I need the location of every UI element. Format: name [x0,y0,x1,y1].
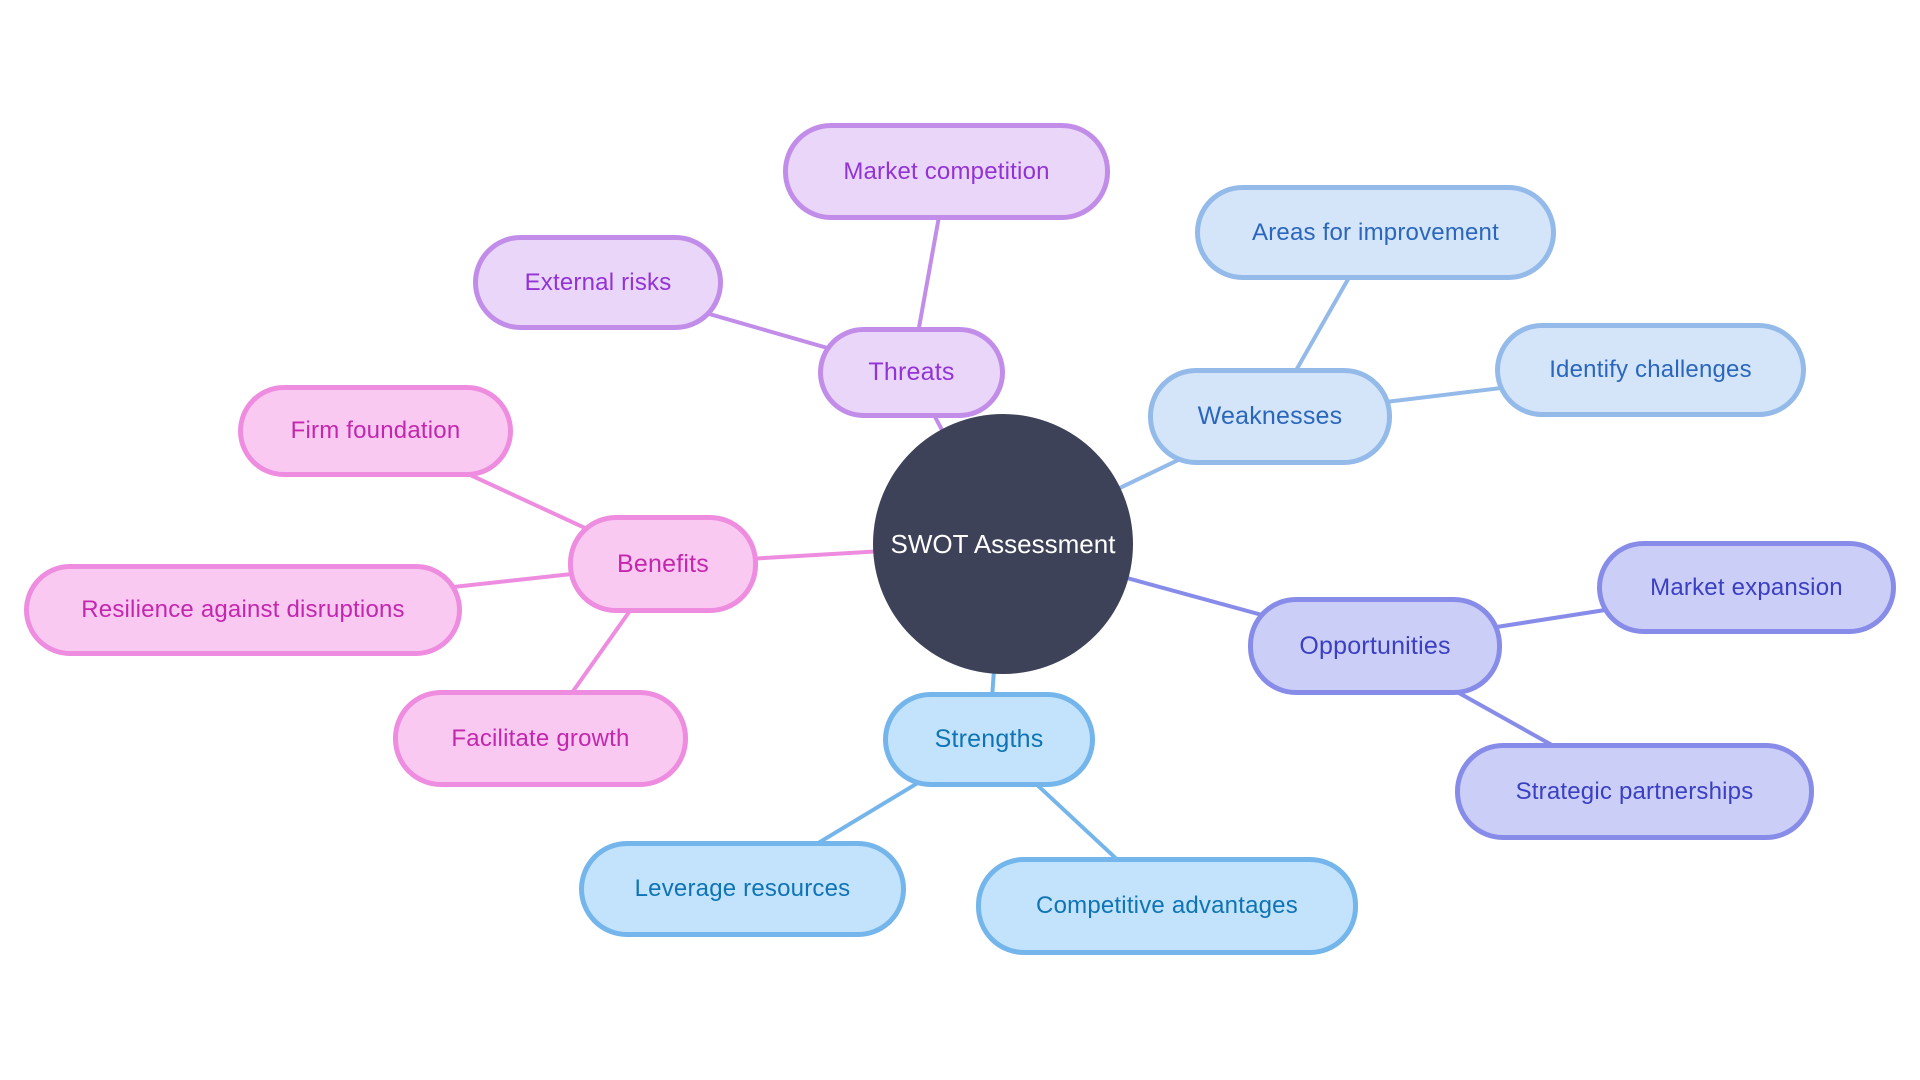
branch-node-label: Strengths [934,725,1044,753]
child-node-label: Facilitate growth [451,724,630,752]
branch-node-strengths: Strengths [883,692,1095,787]
child-node-label: External risks [524,268,672,296]
child-node-label: Identify challenges [1549,356,1752,383]
child-node-label: Competitive advantages [1036,892,1298,919]
center-node-label: SWOT Assessment [890,528,1116,559]
child-node-label: Leverage resources [634,875,851,902]
child-node-label: Market expansion [1650,573,1843,601]
branch-node-weaknesses: Weaknesses [1148,368,1392,465]
child-node-label: Resilience against disruptions [81,596,405,623]
child-node-facilitate-growth: Facilitate growth [393,690,688,787]
child-node-market-expansion: Market expansion [1597,541,1896,634]
child-node-label: Areas for improvement [1252,218,1499,246]
branch-node-threats: Threats [818,327,1005,418]
branch-node-opportunities: Opportunities [1248,597,1502,695]
child-node-strategic-partnerships: Strategic partnerships [1455,743,1814,840]
child-node-areas-for-improvement: Areas for improvement [1195,185,1556,280]
child-node-label: Strategic partnerships [1515,777,1754,805]
branch-node-benefits: Benefits [568,515,758,613]
branch-node-label: Threats [868,358,955,386]
child-node-competitive-advantages: Competitive advantages [976,857,1358,955]
child-node-leverage-resources: Leverage resources [579,841,906,937]
branch-node-label: Opportunities [1299,631,1451,660]
center-node-swot-assessment: SWOT Assessment [873,414,1133,674]
child-node-market-competition: Market competition [783,123,1110,220]
branch-node-label: Weaknesses [1197,402,1343,430]
branch-node-label: Benefits [617,549,709,578]
child-node-label: Firm foundation [290,417,461,444]
child-node-label: Market competition [843,157,1050,185]
child-node-firm-foundation: Firm foundation [238,385,513,477]
child-node-resilience-against-disruptions: Resilience against disruptions [24,564,462,656]
child-node-external-risks: External risks [473,235,723,330]
child-node-identify-challenges: Identify challenges [1495,323,1806,417]
